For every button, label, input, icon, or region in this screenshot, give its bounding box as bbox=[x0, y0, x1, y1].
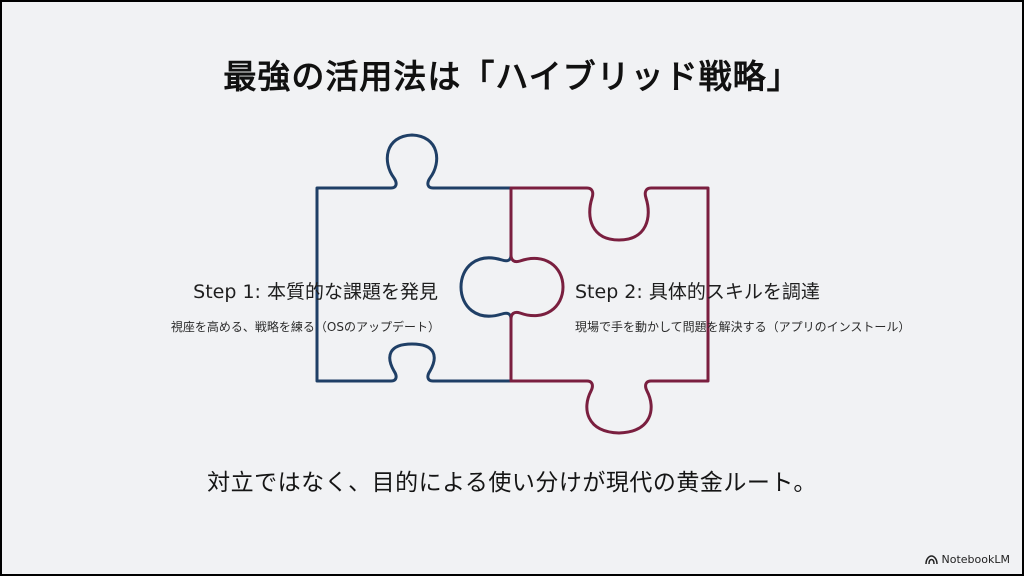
brand-label: NotebookLM bbox=[941, 553, 1010, 566]
puzzle-piece-step1 bbox=[315, 133, 513, 383]
conclusion-text: 対立ではなく、目的による使い分けが現代の黄金ルート。 bbox=[207, 470, 817, 496]
step2-title: Step 2: 具体的スキルを調達 bbox=[575, 281, 820, 303]
slide-title: 最強の活用法は「ハイブリッド戦略」 bbox=[223, 57, 801, 96]
brand-badge: NotebookLM bbox=[924, 553, 1010, 566]
puzzle-piece-step2 bbox=[509, 186, 710, 435]
step1-description: 視座を高める、戦略を練る（OSのアップデート） bbox=[170, 320, 440, 334]
step1-title: Step 1: 本質的な課題を発見 bbox=[193, 281, 438, 303]
step2-description: 現場で手を動かして問題を解決する（アプリのインストール） bbox=[575, 320, 911, 334]
notebooklm-logo-icon bbox=[924, 554, 938, 565]
